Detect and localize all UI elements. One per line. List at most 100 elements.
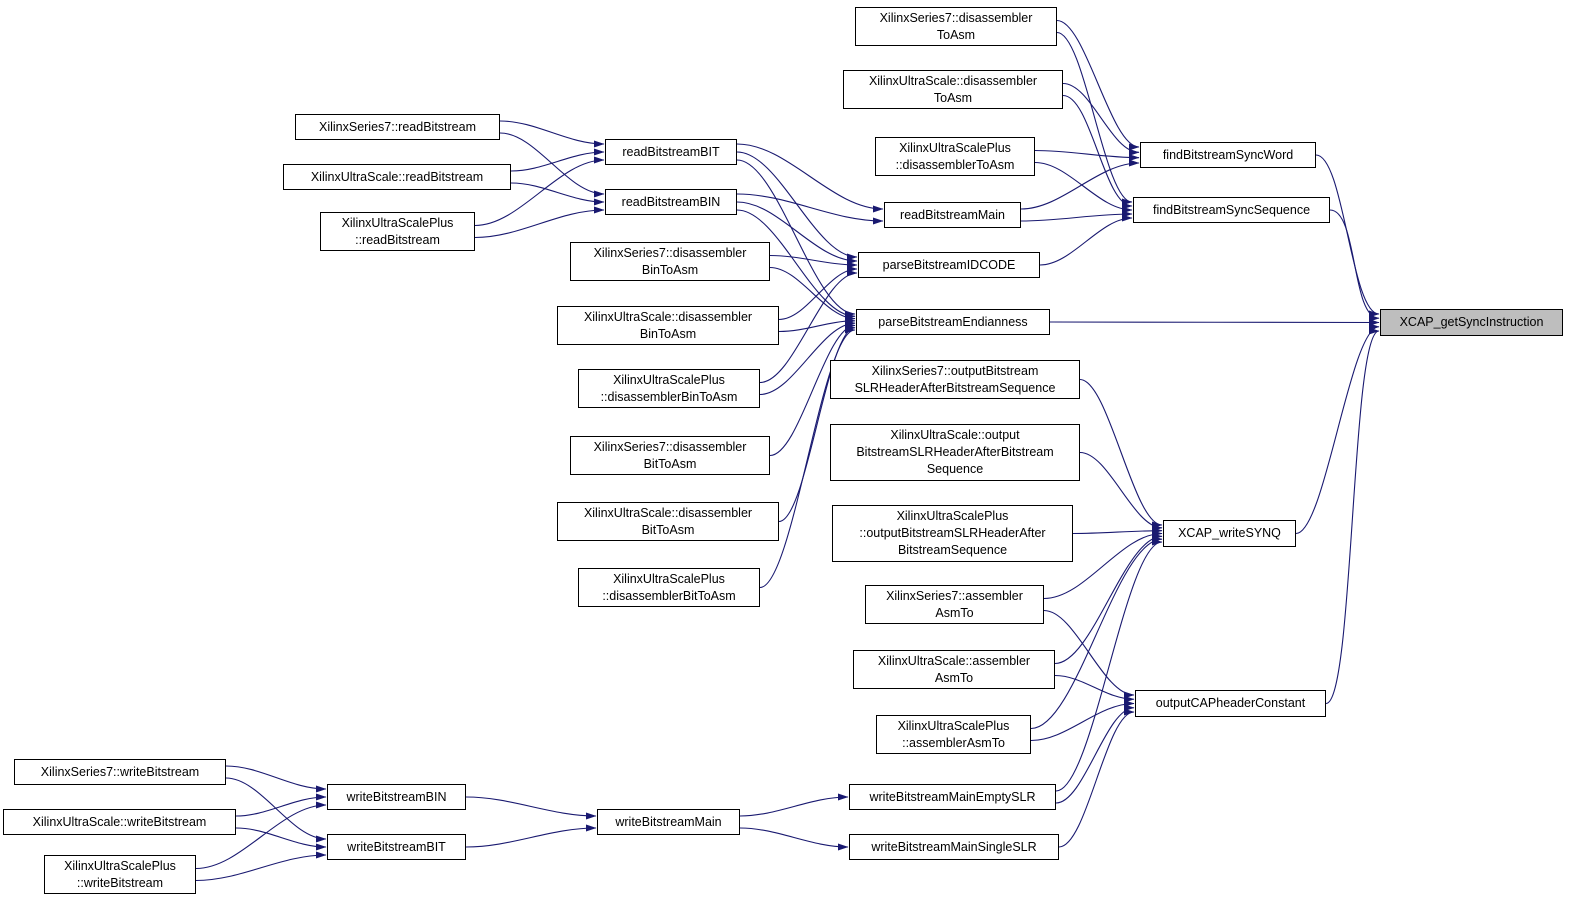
graph-node-label: XCAP_getSyncInstruction: [1399, 315, 1544, 330]
call-edge-write_bit-to-write_main: [465, 824, 597, 848]
graph-node-label: ::disassemblerBitToAsm: [602, 588, 736, 603]
graph-node-label: XilinxSeries7::disassembler: [879, 10, 1033, 25]
graph-node-label: XilinxSeries7::writeBitstream: [40, 764, 200, 779]
graph-node-label: readBitstreamBIT: [622, 144, 720, 159]
call-edge-usp_bit2asm-to-parse_end: [759, 326, 856, 589]
call-edge-usp_write-to-write_bin: [195, 801, 327, 870]
call-edge-write_bin-to-write_main: [465, 796, 597, 820]
call-edge-s7_asm-to-out_cap: [1043, 609, 1135, 699]
graph-node-label: XilinxSeries7::readBitstream: [318, 119, 476, 134]
call-edge-s7_bit2asm-to-parse_end: [769, 321, 856, 457]
call-edge-us_read-to-read_bin: [510, 182, 605, 206]
graph-node-find_word[interactable]: findBitstreamSyncWord: [1140, 142, 1316, 168]
graph-node-label: XCAP_writeSYNQ: [1178, 526, 1281, 541]
graph-node-out_cap[interactable]: outputCAPheaderConstant: [1135, 690, 1326, 717]
graph-node-label: XilinxUltraScale::disassembler: [583, 505, 753, 520]
graph-node-us_read[interactable]: XilinxUltraScale::readBitstream: [283, 164, 511, 190]
graph-node-label: ::disassemblerBinToAsm: [600, 389, 738, 404]
graph-node-usp_outslr[interactable]: XilinxUltraScalePlus::outputBitstreamSLR…: [832, 505, 1073, 562]
call-edge-read_main-to-find_seq: [1020, 210, 1133, 222]
graph-node-label: XilinxUltraScalePlus: [897, 718, 1010, 733]
graph-node-find_seq[interactable]: findBitstreamSyncSequence: [1133, 197, 1330, 223]
graph-node-write_bit[interactable]: writeBitstreamBIT: [327, 834, 466, 860]
graph-node-label: parseBitstreamEndianness: [878, 314, 1028, 329]
call-edge-parse_end-to-get_sync: [1049, 318, 1380, 326]
call-edge-s7_toasm-to-find_word: [1056, 19, 1140, 151]
graph-node-usp_asm[interactable]: XilinxUltraScalePlus::assemblerAsmTo: [876, 715, 1031, 754]
graph-node-parse_idcode[interactable]: parseBitstreamIDCODE: [858, 252, 1040, 278]
call-edge-us_outslr-to-write_synq: [1079, 451, 1163, 532]
graph-node-label: BitstreamSLRHeaderAfterBitstream: [856, 445, 1054, 460]
graph-node-label: BitToAsm: [643, 456, 697, 471]
graph-node-parse_end[interactable]: parseBitstreamEndianness: [856, 309, 1050, 335]
call-edge-s7_bin2asm-to-parse_end: [769, 266, 856, 323]
call-edge-usp_bin2asm-to-parse_idcode: [759, 269, 858, 384]
graph-node-s7_write[interactable]: XilinxSeries7::writeBitstream: [14, 759, 226, 785]
graph-node-read_bit[interactable]: readBitstreamBIT: [605, 139, 737, 165]
call-edge-us_toasm-to-find_seq: [1062, 94, 1133, 210]
graph-node-us_write[interactable]: XilinxUltraScale::writeBitstream: [3, 809, 236, 835]
graph-node-label: XilinxSeries7::outputBitstream: [871, 363, 1039, 378]
graph-node-read_main[interactable]: readBitstreamMain: [884, 202, 1021, 228]
graph-node-label: outputCAPheaderConstant: [1155, 696, 1306, 711]
graph-node-label: XilinxUltraScalePlus: [899, 140, 1011, 155]
call-edge-read_bit-to-parse_end: [736, 159, 856, 318]
graph-node-usp_bin2asm[interactable]: XilinxUltraScalePlus::disassemblerBinToA…: [578, 369, 760, 408]
call-edge-s7_write-to-write_bin: [225, 765, 327, 793]
graph-node-usp_toasm[interactable]: XilinxUltraScalePlus::disassemblerToAsm: [875, 137, 1035, 176]
call-edge-write_empty-to-write_synq: [1055, 538, 1163, 792]
call-edge-usp_bin2asm-to-parse_end: [759, 319, 856, 396]
graph-node-label: BinToAsm: [641, 262, 699, 277]
call-edge-read_bit-to-parse_idcode: [736, 151, 858, 261]
call-edge-write_empty-to-out_cap: [1055, 704, 1135, 804]
graph-node-label: XilinxUltraScale::assembler: [877, 653, 1031, 668]
call-edge-us_asm-to-out_cap: [1054, 674, 1135, 703]
graph-node-write_empty[interactable]: writeBitstreamMainEmptySLR: [849, 784, 1056, 810]
graph-node-label: XilinxSeries7::assembler: [886, 588, 1023, 603]
graph-node-label: findBitstreamSyncWord: [1162, 147, 1294, 162]
call-edge-write_single-to-out_cap: [1058, 708, 1135, 848]
call-edge-s7_read-to-read_bit: [499, 120, 605, 148]
call-edge-us_bit2asm-to-parse_end: [778, 324, 856, 523]
graph-node-write_main[interactable]: writeBitstreamMain: [597, 809, 740, 835]
graph-node-label: ::readBitstream: [355, 232, 440, 247]
graph-node-write_bin[interactable]: writeBitstreamBIN: [327, 784, 466, 810]
graph-node-usp_read[interactable]: XilinxUltraScalePlus::readBitstream: [320, 212, 475, 251]
graph-node-label: XilinxUltraScalePlus: [613, 372, 725, 387]
graph-node-label: readBitstreamMain: [900, 207, 1005, 222]
graph-node-label: XilinxUltraScale::output: [890, 428, 1020, 443]
call-edge-usp_outslr-to-write_synq: [1072, 527, 1163, 535]
graph-node-usp_write[interactable]: XilinxUltraScalePlus::writeBitstream: [44, 855, 196, 894]
graph-node-read_bin[interactable]: readBitstreamBIN: [605, 189, 737, 215]
call-edge-usp_read-to-read_bit: [474, 156, 605, 227]
call-edge-out_cap-to-get_sync: [1325, 327, 1380, 705]
graph-node-label: AsmTo: [935, 605, 974, 620]
graph-node-write_single[interactable]: writeBitstreamMainSingleSLR: [849, 834, 1059, 860]
graph-node-label: Sequence: [926, 461, 984, 476]
call-edge-usp_toasm-to-find_seq: [1034, 161, 1133, 214]
graph-node-label: AsmTo: [934, 670, 974, 685]
call-edge-read_bin-to-parse_idcode: [736, 201, 858, 265]
graph-node-s7_read[interactable]: XilinxSeries7::readBitstream: [295, 114, 500, 140]
graph-node-label: writeBitstreamBIN: [346, 789, 447, 804]
graph-node-label: ::disassemblerToAsm: [895, 157, 1015, 172]
graph-node-label: writeBitstreamMainSingleSLR: [871, 839, 1037, 854]
graph-node-usp_bit2asm[interactable]: XilinxUltraScalePlus::disassemblerBitToA…: [578, 568, 760, 607]
call-edge-us_asm-to-write_synq: [1054, 532, 1163, 665]
graph-node-label: XilinxUltraScale::writeBitstream: [32, 814, 207, 829]
call-edge-read_bit-to-read_main: [736, 143, 884, 213]
graph-node-write_synq[interactable]: XCAP_writeSYNQ: [1163, 520, 1296, 547]
call-edge-s7_bin2asm-to-parse_idcode: [769, 254, 858, 269]
graph-node-label: ::writeBitstream: [76, 875, 164, 890]
